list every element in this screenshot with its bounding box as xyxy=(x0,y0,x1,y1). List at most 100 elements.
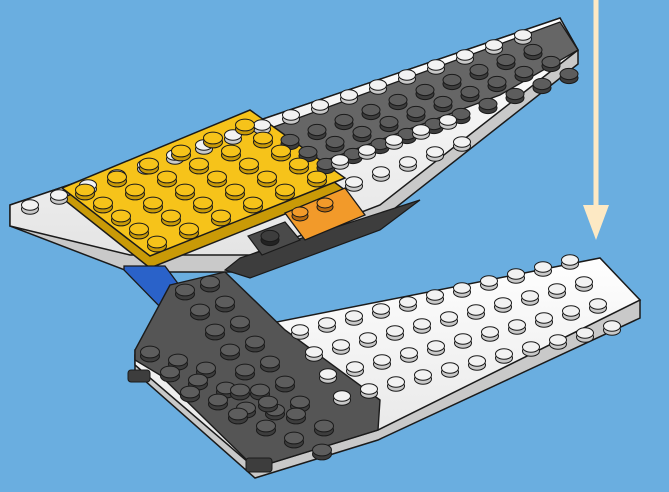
stud xyxy=(112,210,131,226)
stud xyxy=(212,210,231,226)
stud xyxy=(216,296,235,312)
stud xyxy=(108,171,127,187)
stud xyxy=(604,321,621,336)
stud xyxy=(461,86,479,101)
stud xyxy=(335,114,353,129)
stud xyxy=(486,40,503,55)
stud xyxy=(312,100,329,115)
stud xyxy=(524,44,542,59)
placement-arrow-icon xyxy=(583,0,609,240)
stud xyxy=(495,298,512,313)
stud xyxy=(481,276,498,291)
stud xyxy=(550,335,567,350)
stud xyxy=(482,327,499,342)
stud xyxy=(172,145,191,161)
stud xyxy=(562,255,579,270)
stud xyxy=(276,376,295,392)
stud xyxy=(290,158,309,174)
stud xyxy=(427,290,444,305)
stud xyxy=(506,88,524,103)
stud xyxy=(191,304,210,320)
stud xyxy=(334,391,351,406)
stud xyxy=(246,336,265,352)
stud xyxy=(407,106,425,121)
stud xyxy=(440,115,457,130)
stud xyxy=(333,340,350,355)
stud xyxy=(576,277,593,292)
stud xyxy=(416,84,434,99)
stud xyxy=(370,80,387,95)
stud xyxy=(479,98,497,113)
stud xyxy=(454,137,471,152)
stud xyxy=(229,408,248,424)
stud xyxy=(292,325,309,340)
stud xyxy=(353,126,371,141)
stud xyxy=(254,132,273,148)
stud xyxy=(161,366,180,382)
stud xyxy=(315,420,334,436)
stud xyxy=(144,197,163,213)
stud xyxy=(194,197,213,213)
stud xyxy=(287,408,306,424)
stud xyxy=(560,68,578,83)
stud xyxy=(468,305,485,320)
stud xyxy=(360,333,377,348)
stud xyxy=(470,64,488,79)
stud xyxy=(158,171,177,187)
stud xyxy=(401,348,418,363)
stud xyxy=(259,396,278,412)
stud xyxy=(320,369,337,384)
stud xyxy=(387,326,404,341)
stud xyxy=(361,384,378,399)
stud xyxy=(549,284,566,299)
stud xyxy=(76,184,95,200)
stud xyxy=(590,299,607,314)
stud xyxy=(469,356,486,371)
stud xyxy=(380,116,398,131)
stud xyxy=(317,198,333,212)
stud xyxy=(400,297,417,312)
stud xyxy=(258,171,277,187)
stud xyxy=(389,94,407,109)
stud xyxy=(240,158,259,174)
clip-left xyxy=(128,370,150,382)
stud xyxy=(415,370,432,385)
stud xyxy=(359,145,376,160)
stud xyxy=(427,147,444,162)
stud xyxy=(162,210,181,226)
stud xyxy=(261,356,280,372)
stud xyxy=(130,223,149,239)
stud xyxy=(542,56,560,71)
stud xyxy=(313,444,332,460)
stud xyxy=(428,341,445,356)
stud xyxy=(221,344,240,360)
stud xyxy=(276,184,295,200)
stud xyxy=(442,363,459,378)
stud xyxy=(443,74,461,89)
stud xyxy=(434,96,452,111)
stud xyxy=(536,313,553,328)
stud xyxy=(222,145,241,161)
stud xyxy=(455,334,472,349)
clip-bottom xyxy=(246,458,272,472)
stud xyxy=(388,377,405,392)
stud xyxy=(341,90,358,105)
stud xyxy=(496,349,513,364)
stud xyxy=(148,236,167,252)
stud xyxy=(326,136,344,151)
stud xyxy=(332,155,349,170)
stud xyxy=(94,197,113,213)
stud xyxy=(22,200,39,215)
stud xyxy=(261,230,279,245)
stud xyxy=(236,364,255,380)
stud xyxy=(515,30,532,45)
stud xyxy=(509,320,526,335)
stud xyxy=(400,157,417,172)
stud xyxy=(126,184,145,200)
stud xyxy=(488,76,506,91)
stud xyxy=(244,197,263,213)
stud xyxy=(283,110,300,125)
stud xyxy=(457,50,474,65)
stud xyxy=(563,306,580,321)
stud xyxy=(231,316,250,332)
